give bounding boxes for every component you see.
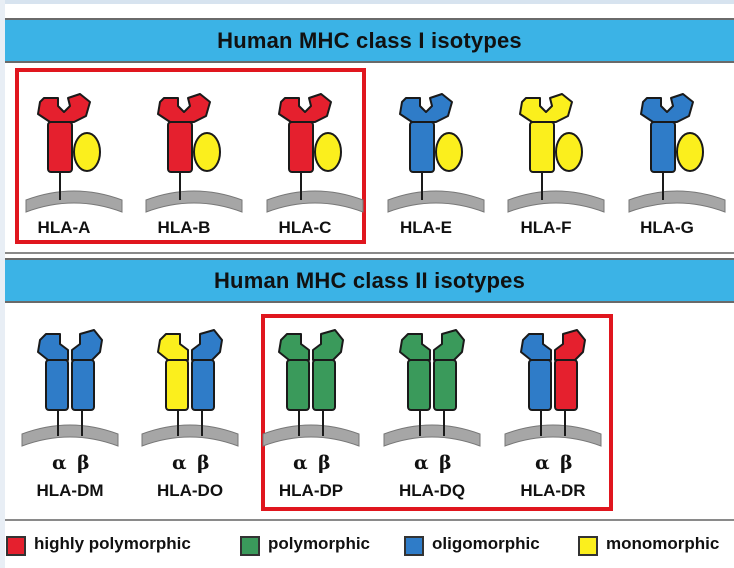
class-ii-molecule-hla-dq [382, 322, 482, 452]
class-i-molecule-hla-e [386, 88, 486, 218]
legend-label-oligomorphic: oligomorphic [432, 534, 540, 554]
class-ii-label: HLA-DQ [377, 481, 487, 501]
class-ii-header: Human MHC class II isotypes [5, 258, 734, 303]
class-ii-label: HLA-DO [135, 481, 245, 501]
section-divider [5, 252, 734, 254]
beta-chain-label: β [77, 452, 90, 474]
class-ii-label: HLA-DR [498, 481, 608, 501]
alpha-chain-label: α [535, 452, 550, 474]
legend-swatch-polymorphic [240, 536, 260, 556]
beta-chain-label: β [560, 452, 573, 474]
class-i-title: Human MHC class I isotypes [217, 28, 522, 54]
alpha-chain-label: α [52, 452, 67, 474]
class-ii-molecule-hla-dm [20, 322, 120, 452]
legend-label-highly-polymorphic: highly polymorphic [34, 534, 191, 554]
legend-divider [5, 519, 734, 521]
class-ii-molecule-hla-dp [261, 322, 361, 452]
class-ii-label: HLA-DP [256, 481, 366, 501]
class-i-molecule-hla-a [24, 88, 124, 218]
class-ii-molecule-hla-do [140, 322, 240, 452]
legend-swatch-monomorphic [578, 536, 598, 556]
legend-label-polymorphic: polymorphic [268, 534, 370, 554]
alpha-chain-label: α [172, 452, 187, 474]
beta-chain-label: β [318, 452, 331, 474]
class-i-label: HLA-G [612, 218, 722, 238]
legend-swatch-highly-polymorphic [6, 536, 26, 556]
class-i-molecule-hla-b [144, 88, 244, 218]
class-i-molecule-hla-c [265, 88, 365, 218]
class-ii-molecule-hla-dr [503, 322, 603, 452]
class-i-label: HLA-A [9, 218, 119, 238]
class-ii-label: HLA-DM [15, 481, 125, 501]
class-i-molecule-hla-g [627, 88, 727, 218]
legend-swatch-oligomorphic [404, 536, 424, 556]
class-i-header: Human MHC class I isotypes [5, 18, 734, 63]
class-i-label: HLA-C [250, 218, 360, 238]
alpha-chain-label: α [414, 452, 429, 474]
class-i-molecule-hla-f [506, 88, 606, 218]
legend-label-monomorphic: monomorphic [606, 534, 719, 554]
class-i-label: HLA-E [371, 218, 481, 238]
class-i-label: HLA-B [129, 218, 239, 238]
class-ii-title: Human MHC class II isotypes [214, 268, 525, 294]
beta-chain-label: β [439, 452, 452, 474]
alpha-chain-label: α [293, 452, 308, 474]
top-border [0, 0, 734, 4]
class-i-label: HLA-F [491, 218, 601, 238]
beta-chain-label: β [197, 452, 210, 474]
legend: highly polymorphic polymorphic oligomorp… [0, 528, 734, 568]
